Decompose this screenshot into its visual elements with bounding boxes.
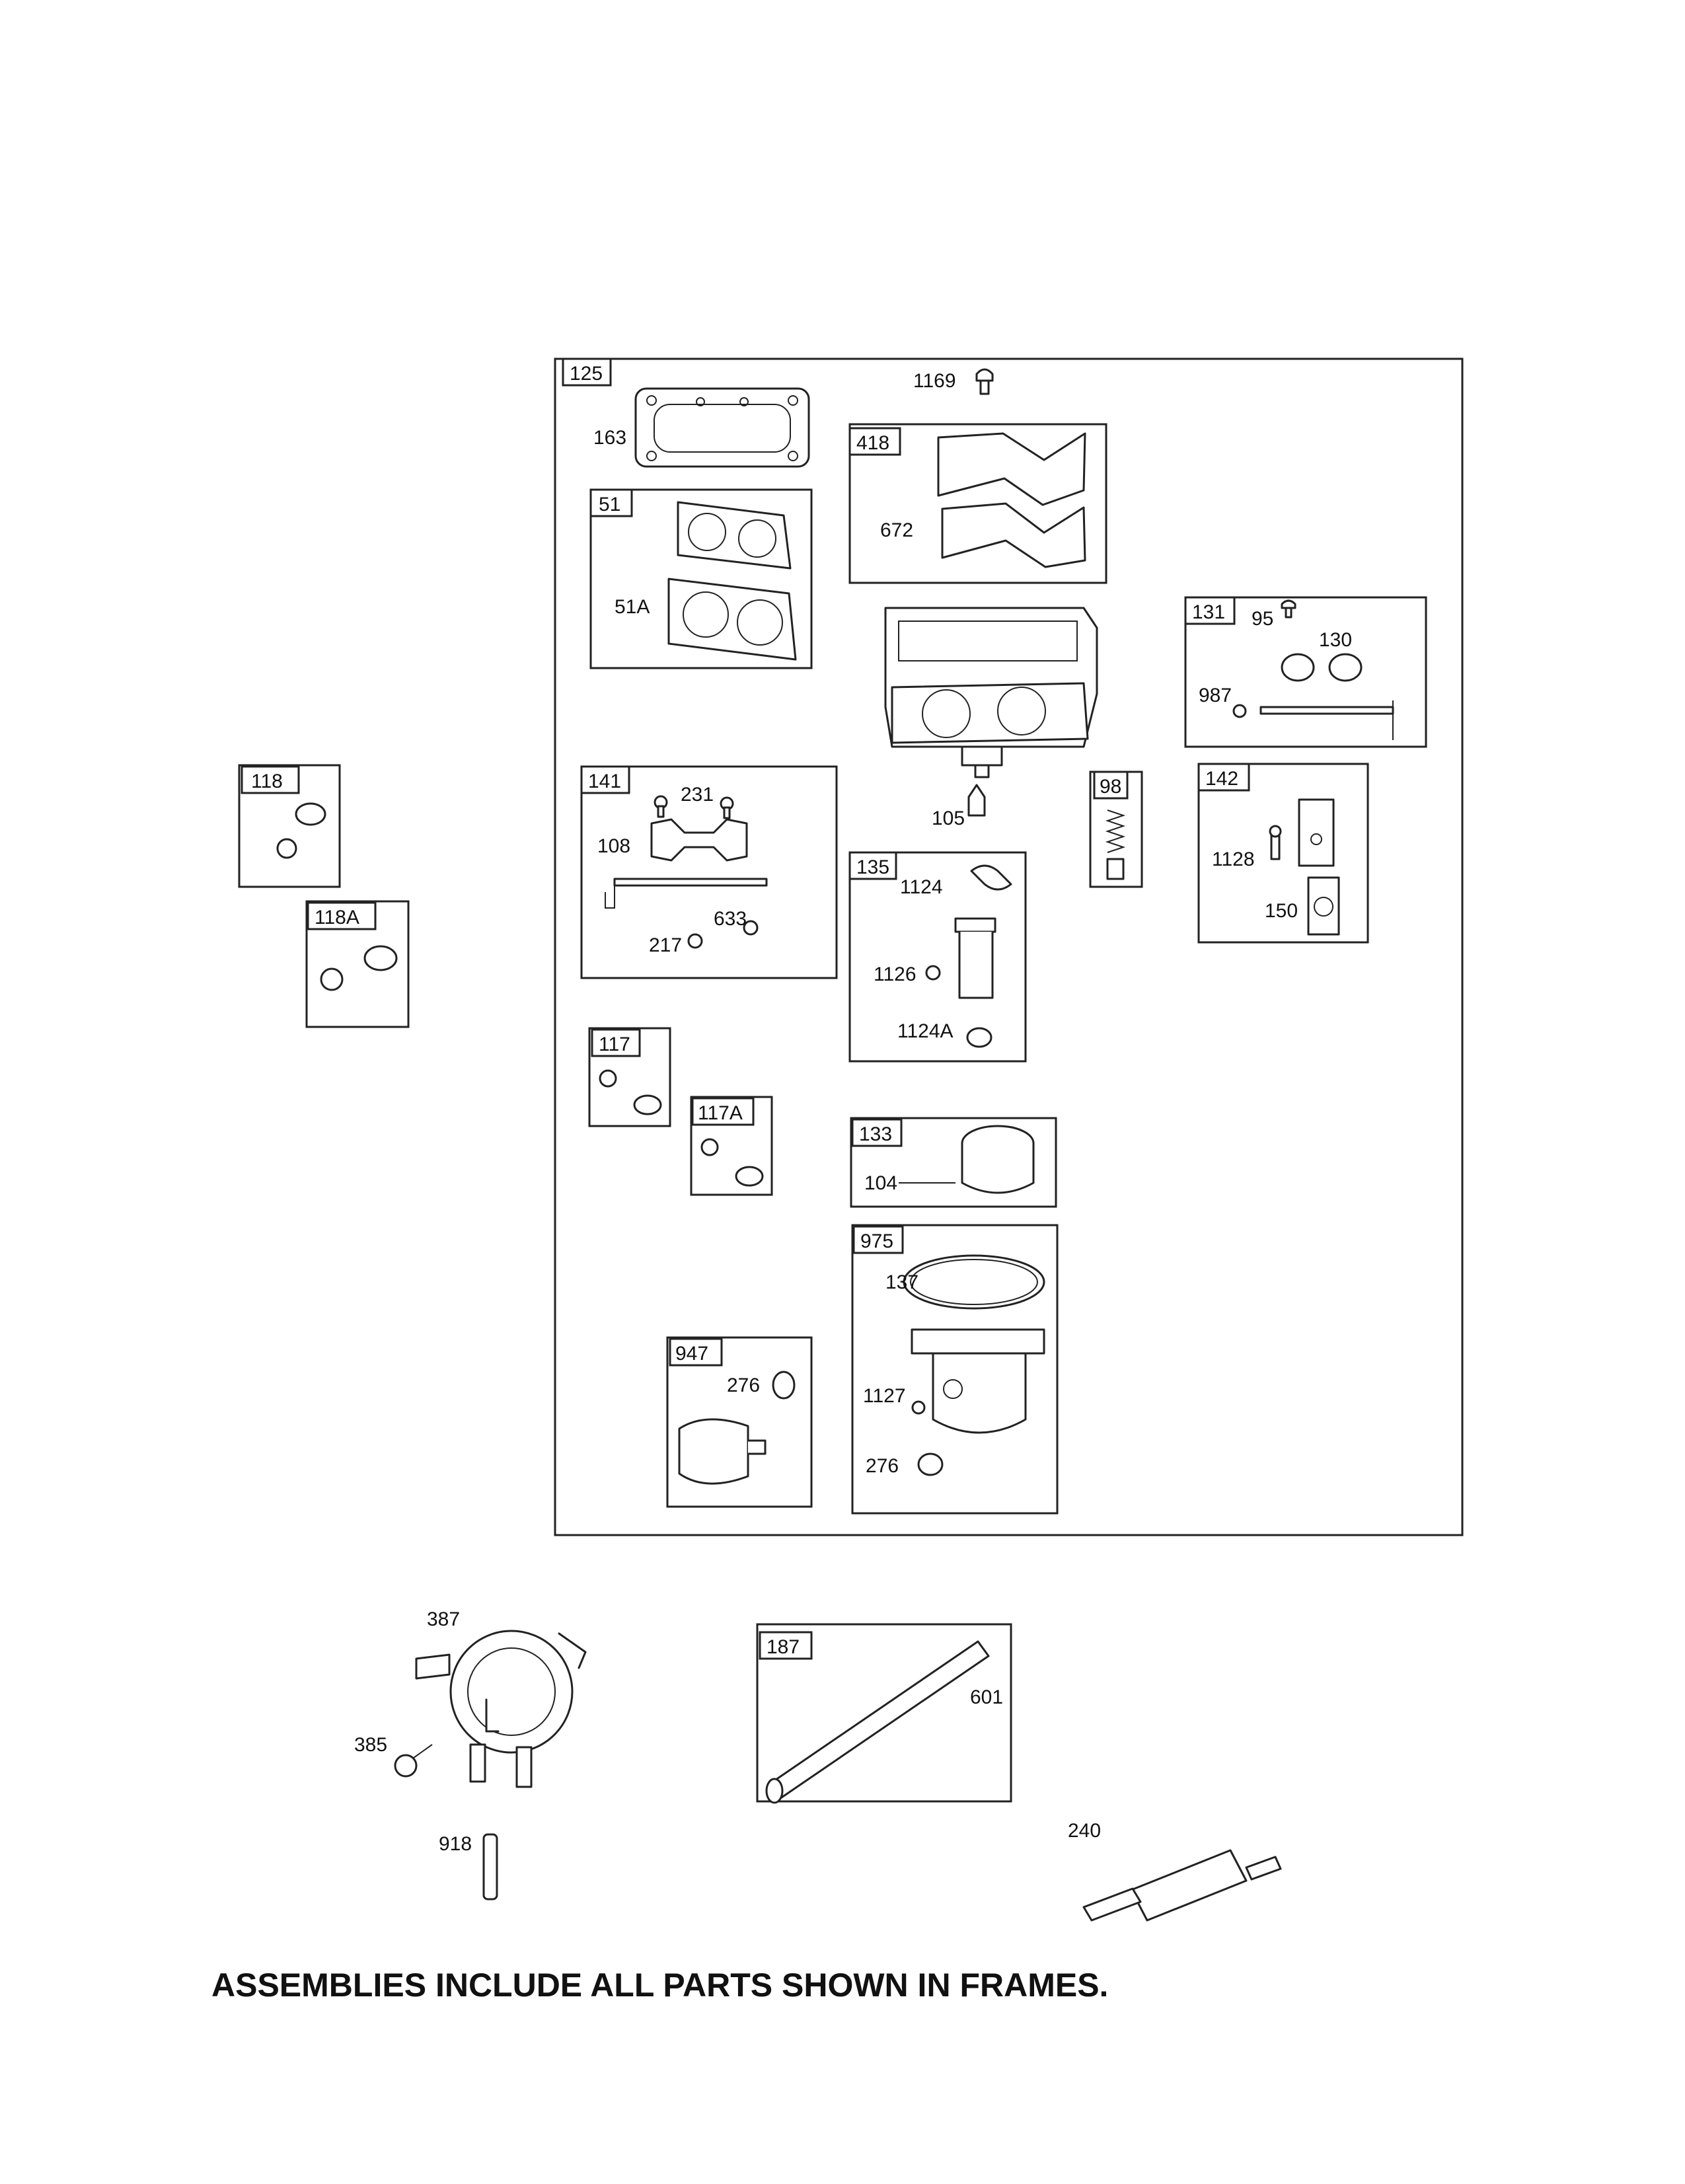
kit-141-part (605, 795, 768, 949)
frame-142: 142 (1197, 763, 1369, 944)
kit-142-part (1269, 798, 1340, 936)
callout-387: 387 (427, 1608, 460, 1630)
frame-tag: 125 (570, 363, 603, 385)
callout-1127: 1127 (863, 1385, 906, 1407)
callout-276: 276 (866, 1455, 899, 1477)
callout-137: 137 (885, 1271, 918, 1293)
frame-tag: 131 (1192, 601, 1225, 623)
frame-tag: 418 (856, 432, 889, 454)
frame-tag: 117A (698, 1102, 743, 1124)
frame-tag: 135 (856, 856, 889, 878)
callout-105: 105 (932, 808, 965, 829)
frame-418: 418 (848, 423, 1107, 584)
tube-601-part (765, 1640, 990, 1804)
callout-217: 217 (649, 934, 682, 956)
frame-tag: 98 (1100, 776, 1121, 798)
frame-98: 98 (1089, 771, 1143, 888)
callout-95: 95 (1252, 608, 1273, 630)
frame-tag: 947 (675, 1343, 708, 1365)
frame-tag: 975 (860, 1230, 893, 1252)
assemblies-note: ASSEMBLIES INCLUDE ALL PARTS SHOWN IN FR… (211, 1967, 1109, 2004)
float-135-part (925, 864, 1012, 1048)
callout-130: 130 (1319, 629, 1352, 651)
callout-1169: 1169 (913, 370, 956, 392)
fitting-118-part (276, 802, 326, 859)
plate-418-part (937, 432, 1086, 506)
frame-975: 975 (851, 1224, 1059, 1515)
frame-131: 131 (1184, 596, 1427, 748)
fitting-118a-part (320, 945, 398, 991)
callout-385: 385 (354, 1734, 387, 1756)
callout-672: 672 (880, 519, 913, 541)
callout-633: 633 (714, 908, 747, 930)
frame-tag: 117 (599, 1034, 630, 1055)
callout-1124: 1124 (900, 876, 943, 898)
carburetor-body-part (884, 607, 1098, 778)
frame-tag: 187 (767, 1636, 800, 1658)
callout-987: 987 (1199, 685, 1232, 706)
frame-118: 118 (238, 764, 341, 888)
callout-163: 163 (593, 427, 626, 449)
gasket-51a-part (667, 578, 797, 661)
callout-150: 150 (1265, 900, 1298, 922)
frame-133: 133 (850, 1117, 1057, 1208)
kit-131-part (1232, 599, 1394, 740)
screw-1169-part (975, 368, 994, 395)
frame-118a: 118A (305, 900, 410, 1028)
frame-tag: 51 (599, 494, 620, 515)
solenoid-947-part (678, 1371, 796, 1485)
needle-105-part (967, 784, 986, 817)
callout-1124a: 1124A (897, 1020, 954, 1042)
frame-tag: 118A (315, 907, 359, 928)
frame-135: 135 (848, 851, 1027, 1063)
callout-104: 104 (864, 1172, 897, 1194)
callout-51a: 51A (615, 596, 650, 618)
frame-125: 125 (554, 358, 1464, 1536)
venturi-133-part (899, 1125, 1035, 1194)
pin-918-part (482, 1833, 498, 1901)
callout-276: 276 (727, 1374, 760, 1396)
fitting-117-part (599, 1069, 662, 1115)
frame-tag: 118 (251, 771, 283, 792)
screw-385-part (394, 1744, 433, 1778)
callout-240: 240 (1068, 1820, 1101, 1842)
frame-tag: 133 (859, 1123, 892, 1145)
plate-672-part (941, 502, 1086, 568)
callout-601: 601 (970, 1686, 1003, 1708)
callout-1126: 1126 (874, 963, 917, 985)
fitting-117a-part (700, 1138, 764, 1187)
fuel-filter-240-part (1082, 1849, 1282, 1922)
frame-tag: 142 (1205, 768, 1238, 790)
callout-918: 918 (439, 1833, 472, 1855)
intake-975-part (903, 1254, 1045, 1476)
callout-231: 231 (681, 784, 714, 806)
frame-51: 51 (589, 488, 813, 669)
frame-117a: 117A (690, 1096, 773, 1196)
frame-tag: 141 (588, 771, 621, 792)
frame-947: 947 (666, 1336, 813, 1508)
frame-117: 117 (588, 1027, 671, 1127)
gasket-51-part (677, 501, 792, 570)
spring-98-part (1105, 810, 1126, 880)
frame-187: 187 (756, 1623, 1012, 1803)
callout-1128: 1128 (1212, 848, 1255, 870)
gasket-163-part (634, 387, 810, 468)
callout-108: 108 (597, 835, 630, 857)
fuel-pump-387-part (415, 1630, 587, 1788)
frame-141: 141 (580, 765, 838, 979)
